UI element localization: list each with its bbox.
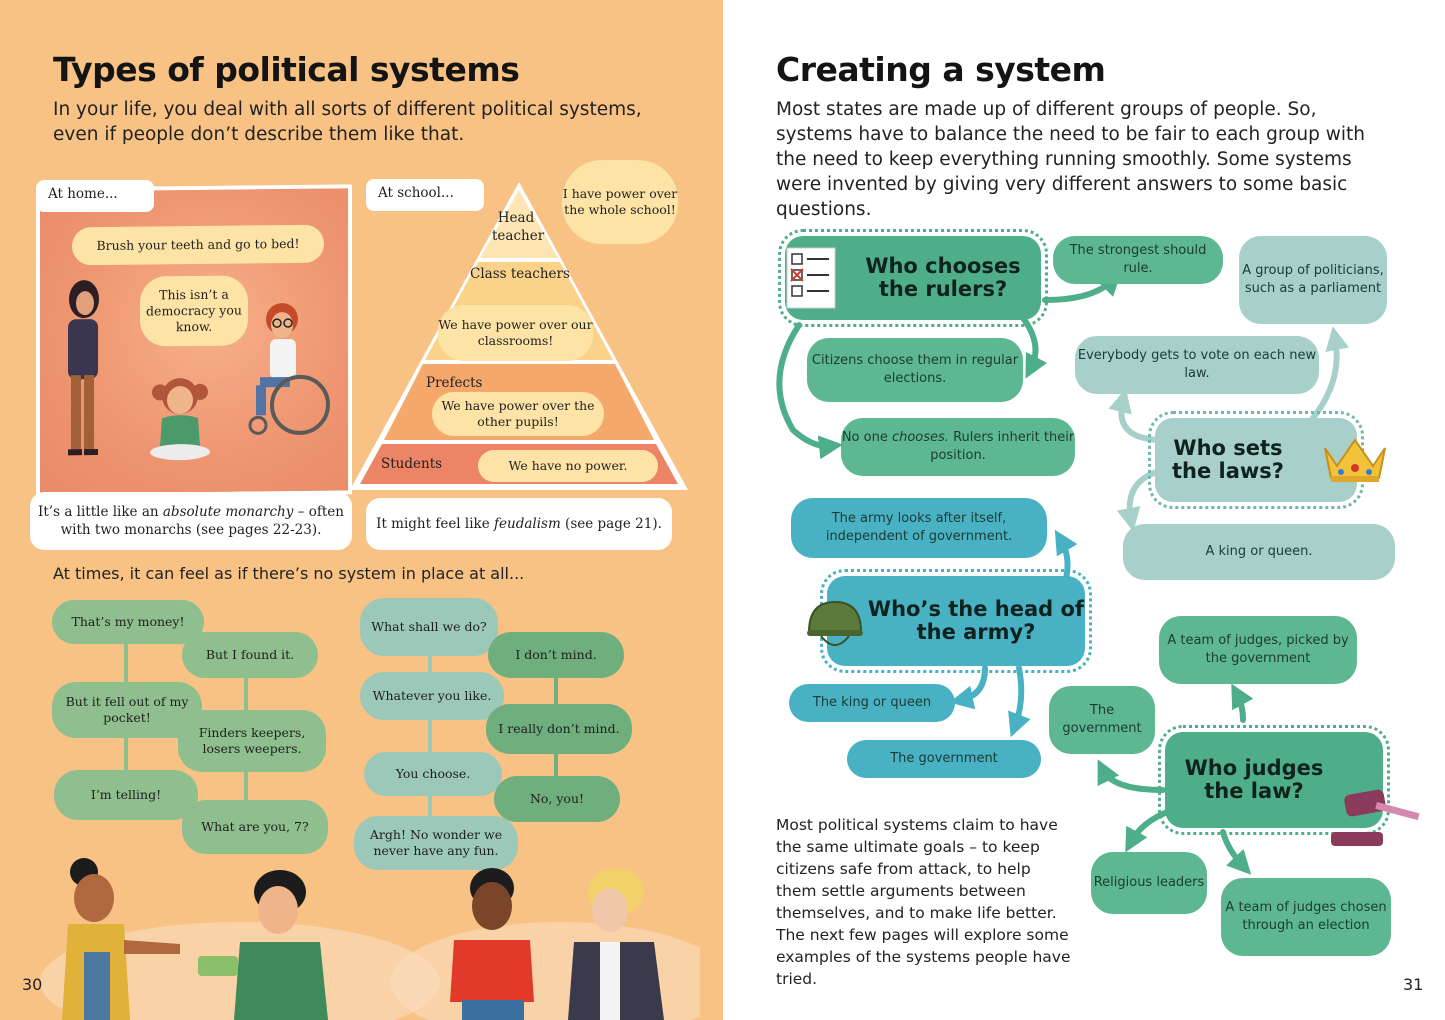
sulking-child-illustration xyxy=(150,378,210,461)
ballot-paper-icon xyxy=(786,247,836,309)
left-page-number: 30 xyxy=(22,975,43,994)
chat-bubble-really-dont-mind: I really don’t mind. xyxy=(486,704,632,754)
chat-bubble-argh: Argh! No wonder we never have any fun. xyxy=(354,816,518,870)
chat-bubble-you-choose: You choose. xyxy=(364,752,502,796)
answer-army-king-queen: The king or queen xyxy=(789,684,955,722)
students-label: Students xyxy=(381,456,443,472)
home-caption: It’s a little like an absolute monarchy … xyxy=(30,492,352,550)
chat-bubble-my-money: That’s my money! xyxy=(52,600,204,644)
answer-inherit-position: No one chooses. Rulers inherit their pos… xyxy=(841,418,1075,476)
answer-judges-elected: A team of judges chosen through an elect… xyxy=(1221,878,1391,956)
chat-bubble-finders-keepers: Finders keepers, losers weepers. xyxy=(178,710,326,772)
answer-army-government: The government xyxy=(847,740,1041,778)
speech-bubble-head-teacher: I have power over the whole school! xyxy=(562,160,678,244)
left-title: Types of political systems xyxy=(53,50,520,89)
speech-bubble-democracy: This isn’t a democracy you know. xyxy=(140,275,248,347)
chat-bubble-dont-mind: I don’t mind. xyxy=(488,632,624,678)
class-teachers-label: Class teachers xyxy=(470,266,570,282)
arguing-people-illustration xyxy=(40,858,700,1020)
right-page-number: 31 xyxy=(1403,975,1424,994)
speech-bubble-students: We have no power. xyxy=(478,450,658,482)
crown-icon xyxy=(1324,438,1386,482)
speech-bubble-prefects: We have power over the other pupils! xyxy=(432,392,604,436)
question-head-of-army: Who’s the head of the army? xyxy=(820,569,1092,673)
right-title: Creating a system xyxy=(776,50,1106,89)
chat-bubble-no-you: No, you! xyxy=(494,776,620,822)
chat-bubble-fell-out: But it fell out of my pocket! xyxy=(52,682,202,738)
school-label: At school... xyxy=(366,179,484,211)
head-teacher-label: Head teacher xyxy=(492,210,545,244)
answer-everybody-votes: Everybody gets to vote on each new law. xyxy=(1075,336,1319,394)
answer-parliament: A group of politicians, such as a parlia… xyxy=(1239,236,1387,324)
no-system-text: At times, it can feel as if there’s no s… xyxy=(53,564,525,583)
right-intro: Most states are made up of different gro… xyxy=(776,99,1365,220)
answer-elections: Citizens choose them in regular election… xyxy=(807,338,1023,402)
home-label: At home... xyxy=(36,180,154,212)
chat-bubble-whatever: Whatever you like. xyxy=(360,672,504,720)
speech-bubble-class-teachers: We have power over our classrooms! xyxy=(438,305,593,361)
prefects-label: Prefects xyxy=(426,375,483,391)
answer-judges-government: The government xyxy=(1049,686,1155,754)
army-helmet-icon xyxy=(807,600,863,646)
gavel-icon xyxy=(1331,789,1420,846)
answer-army-independent: The army looks after itself, independent… xyxy=(791,498,1047,558)
home-comic-panel: Brush your teeth and go to bed! This isn… xyxy=(36,184,352,498)
speech-bubble-brush-teeth: Brush your teeth and go to bed! xyxy=(72,224,324,266)
answer-religious-leaders: Religious leaders xyxy=(1091,852,1207,914)
left-page: Types of political systems In your life,… xyxy=(0,0,723,1020)
chat-bubble-telling: I’m telling! xyxy=(54,770,198,820)
wheelchair-user-illustration xyxy=(248,303,330,435)
right-page: Creating a system Most states are made u… xyxy=(723,0,1445,1020)
school-caption: It might feel like feudalism (see page 2… xyxy=(366,498,672,550)
question-who-sets-laws: Who sets the laws? xyxy=(1148,411,1364,509)
chat-bubble-what-shall: What shall we do? xyxy=(360,598,498,656)
answer-king-queen-laws: A king or queen. xyxy=(1123,524,1395,580)
answer-judges-picked-by-government: A team of judges, picked by the governme… xyxy=(1159,616,1357,684)
chat-bubble-what-are-you: What are you, 7? xyxy=(182,800,328,854)
chat-bubble-found-it: But I found it. xyxy=(182,632,318,678)
left-intro: In your life, you deal with all sorts of… xyxy=(53,99,642,145)
answer-strongest-rule: The strongest should rule. xyxy=(1053,236,1223,284)
parent-figure-illustration xyxy=(68,280,99,456)
closing-paragraph: Most political systems claim to have the… xyxy=(776,816,1071,988)
